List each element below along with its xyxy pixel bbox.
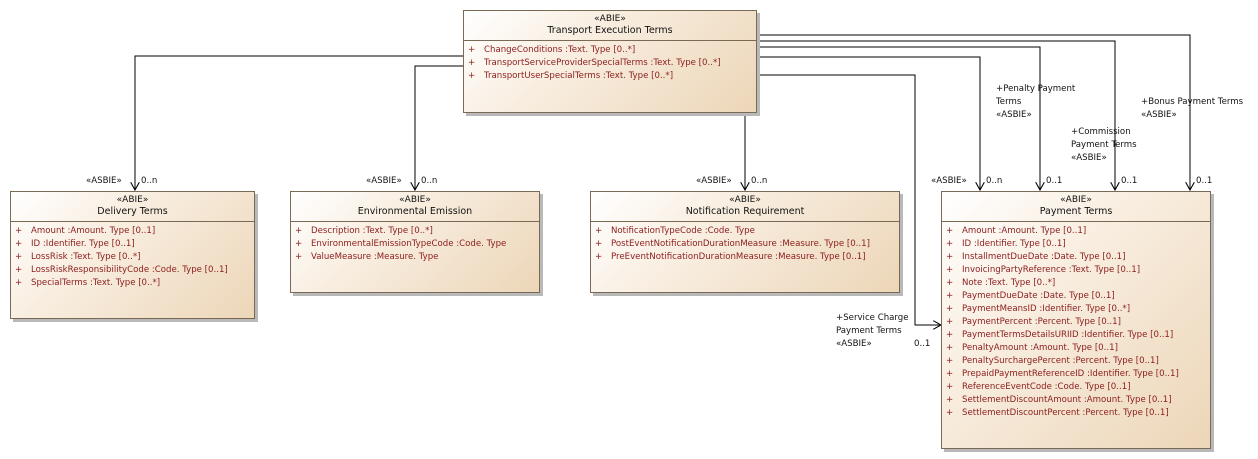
association-bonus [757, 34, 1190, 190]
class-header: «ABIE» Notification Requirement [591, 192, 899, 222]
attribute: +NotificationTypeCode :Code. Type [595, 226, 755, 236]
class-transport-execution-terms[interactable]: «ABIE» Transport Execution Terms +Change… [463, 10, 757, 113]
multiplicity-commission: 0..1 [1121, 176, 1138, 186]
class-stereotype: «ABIE» [594, 14, 626, 24]
attribute-list: +Description :Text. Type [0..*] +Environ… [291, 222, 539, 266]
attribute: +PaymentPercent :Percent. Type [0..1] [946, 317, 1121, 327]
attribute: +SpecialTerms :Text. Type [0..*] [15, 278, 161, 288]
multiplicity-bonus: 0..1 [1196, 176, 1213, 186]
class-name: Transport Execution Terms [547, 25, 673, 36]
attribute-list: +ChangeConditions :Text. Type [0..*] +Tr… [464, 41, 756, 85]
attribute: +SettlementDiscountPercent :Percent. Typ… [946, 408, 1169, 418]
attribute: +TransportServiceProviderSpecialTerms :T… [468, 58, 721, 68]
attribute: +EnvironmentalEmissionTypeCode :Code. Ty… [295, 239, 507, 249]
class-stereotype: «ABIE» [116, 195, 149, 205]
association-commission [757, 40, 1115, 190]
asbie-label-payment: «ASBIE» [931, 176, 967, 186]
class-header: «ABIE» Transport Execution Terms [464, 11, 756, 41]
attribute: +Amount :Amount. Type [0..1] [15, 226, 156, 236]
multiplicity-service-charge: 0..1 [914, 339, 931, 349]
association-environmental [415, 65, 463, 190]
attribute: +InstallmentDueDate :Date. Type [0..1] [946, 252, 1126, 262]
class-stereotype: «ABIE» [729, 195, 761, 205]
association-penalty [757, 46, 1040, 190]
class-name: Payment Terms [1039, 206, 1113, 217]
role-bonus-line1: +Bonus Payment Terms [1141, 97, 1244, 107]
attribute-list: +Amount :Amount. Type [0..1] +ID :Identi… [11, 222, 254, 292]
multiplicity-notification: 0..n [751, 176, 768, 186]
attribute-list: +Amount :Amount. Type [0..1] +ID :Identi… [942, 222, 1210, 422]
attribute-list: +NotificationTypeCode :Code. Type +PostE… [591, 222, 899, 266]
attribute: +LossRiskResponsibilityCode :Code. Type … [15, 265, 228, 275]
asbie-label-penalty: «ASBIE» [996, 110, 1032, 120]
attribute: +Description :Text. Type [0..*] [295, 226, 433, 236]
asbie-label-commission: «ASBIE» [1071, 153, 1107, 163]
class-header: «ABIE» Delivery Terms [11, 192, 254, 222]
attribute: +SettlementDiscountAmount :Amount. Type … [946, 395, 1172, 405]
attribute: +Note :Text. Type [0..*] [946, 278, 1056, 288]
class-payment-terms[interactable]: «ABIE» Payment Terms +Amount :Amount. Ty… [941, 191, 1211, 449]
class-header: «ABIE» Payment Terms [942, 192, 1210, 222]
role-penalty-line2: Terms [996, 97, 1022, 107]
association-service-charge [757, 74, 941, 325]
attribute: +PenaltySurchargePercent :Percent. Type … [946, 356, 1159, 366]
attribute: +ID :Identifier. Type [0..1] [946, 239, 1066, 249]
association-delivery [135, 55, 463, 190]
asbie-label-notification: «ASBIE» [696, 176, 732, 186]
attribute: +ReferenceEventCode :Code. Type [0..1] [946, 382, 1131, 392]
attribute: +Amount :Amount. Type [0..1] [946, 226, 1087, 236]
class-notification-requirement[interactable]: «ABIE» Notification Requirement +Notific… [590, 191, 900, 293]
class-name: Environmental Emission [357, 206, 473, 217]
class-stereotype: «ABIE» [1060, 195, 1092, 205]
multiplicity-delivery: 0..n [141, 176, 158, 186]
role-commission-line1: +Commission [1071, 127, 1131, 137]
attribute: +LossRisk :Text. Type [0..*] [15, 252, 141, 262]
asbie-label-service-charge: «ASBIE» [836, 339, 872, 349]
asbie-label-environmental: «ASBIE» [366, 176, 402, 186]
multiplicity-penalty: 0..1 [1046, 176, 1063, 186]
attribute: +ID :Identifier. Type [0..1] [15, 239, 135, 249]
class-header: «ABIE» Environmental Emission [291, 192, 539, 222]
class-stereotype: «ABIE» [399, 195, 431, 205]
multiplicity-payment: 0..n [986, 176, 1003, 186]
association-payment [757, 56, 980, 190]
class-environmental-emission[interactable]: «ABIE» Environmental Emission +Descripti… [290, 191, 540, 293]
attribute: +PaymentTermsDetailsURIID :Identifier. T… [946, 330, 1174, 340]
role-commission-line2: Payment Terms [1071, 140, 1137, 150]
attribute: +PreEventNotificationDurationMeasure :Me… [595, 252, 866, 262]
attribute: +ValueMeasure :Measure. Type [295, 252, 439, 262]
role-service-charge-line1: +Service Charge [836, 313, 909, 323]
attribute: +PostEventNotificationDurationMeasure :M… [595, 239, 870, 249]
attribute: +PaymentMeansID :Identifier. Type [0..*] [946, 304, 1131, 314]
multiplicity-environmental: 0..n [421, 176, 438, 186]
role-service-charge-line2: Payment Terms [836, 326, 902, 336]
asbie-label-delivery: «ASBIE» [86, 176, 122, 186]
class-delivery-terms[interactable]: «ABIE» Delivery Terms +Amount :Amount. T… [10, 191, 255, 319]
role-penalty-line1: +Penalty Payment [996, 84, 1076, 94]
attribute: +PenaltyAmount :Amount. Type [0..1] [946, 343, 1118, 353]
asbie-label-bonus: «ASBIE» [1141, 110, 1177, 120]
attribute: +PrepaidPaymentReferenceID :Identifier. … [946, 369, 1179, 379]
attribute: +ChangeConditions :Text. Type [0..*] [468, 45, 636, 55]
class-name: Delivery Terms [97, 206, 168, 217]
attribute: +InvoicingPartyReference :Text. Type [0.… [946, 265, 1141, 275]
attribute: +PaymentDueDate :Date. Type [0..1] [946, 291, 1115, 301]
attribute: +TransportUserSpecialTerms :Text. Type [… [468, 71, 674, 81]
class-name: Notification Requirement [685, 206, 805, 217]
